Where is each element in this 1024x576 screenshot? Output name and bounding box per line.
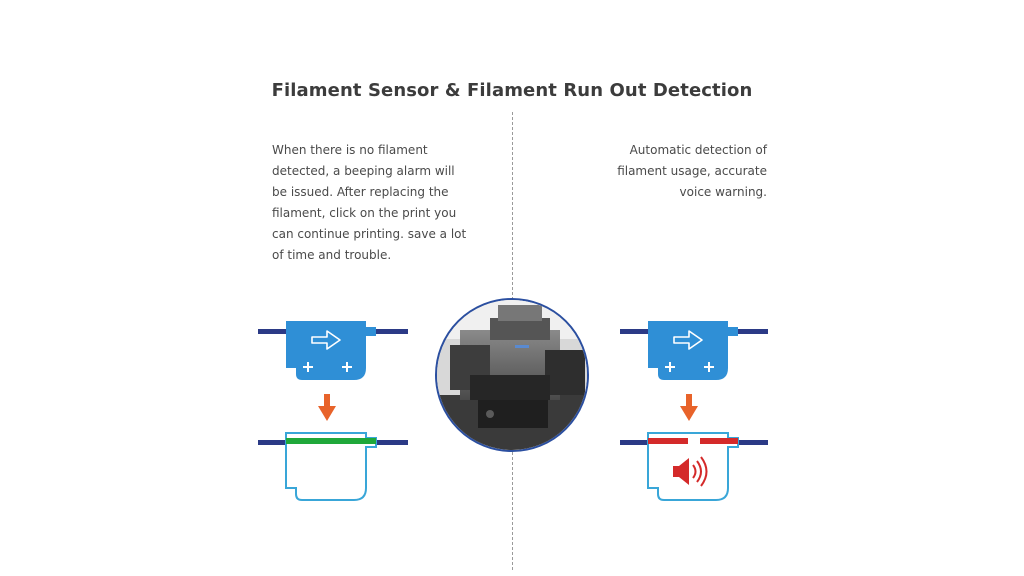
plus-icon bbox=[303, 362, 313, 372]
left-description-line: be issued. After replacing the bbox=[272, 185, 449, 199]
filament-absent-bar bbox=[700, 438, 738, 444]
right-sensor-bottom bbox=[620, 432, 768, 501]
right-description-line: filament usage, accurate bbox=[617, 164, 767, 178]
left-description-line: can continue printing. save a lot bbox=[272, 227, 467, 241]
arrow-right-icon bbox=[311, 330, 341, 350]
sensor-block-right bbox=[648, 321, 738, 380]
right-description-line: voice warning. bbox=[679, 185, 767, 199]
left-sensor-bottom bbox=[258, 432, 408, 501]
filament-present-bar bbox=[286, 438, 376, 444]
filament-absent-bar bbox=[648, 438, 688, 444]
plus-icon bbox=[665, 362, 675, 372]
plus-icon bbox=[704, 362, 714, 372]
arrow-right-icon bbox=[673, 330, 703, 350]
left-description-line: When there is no filament bbox=[272, 143, 428, 157]
right-sensor-top bbox=[620, 321, 768, 380]
left-description-line: of time and trouble. bbox=[272, 248, 392, 262]
speaker-alarm-icon bbox=[673, 456, 708, 487]
sensor-block-left bbox=[286, 321, 376, 380]
arrow-down-icon bbox=[680, 394, 698, 421]
left-description-line: detected, a beeping alarm will bbox=[272, 164, 455, 178]
arrow-down-icon bbox=[318, 394, 336, 421]
sensor-photo bbox=[435, 298, 589, 452]
left-description: When there is no filament detected, a be… bbox=[272, 140, 472, 266]
left-sensor-top bbox=[258, 321, 408, 380]
right-description: Automatic detection of filament usage, a… bbox=[600, 140, 767, 203]
right-description-line: Automatic detection of bbox=[629, 143, 767, 157]
sensor-outline-left bbox=[285, 432, 377, 501]
page-title: Filament Sensor & Filament Run Out Detec… bbox=[271, 80, 753, 101]
plus-icon bbox=[342, 362, 352, 372]
left-description-line: filament, click on the print you bbox=[272, 206, 457, 220]
